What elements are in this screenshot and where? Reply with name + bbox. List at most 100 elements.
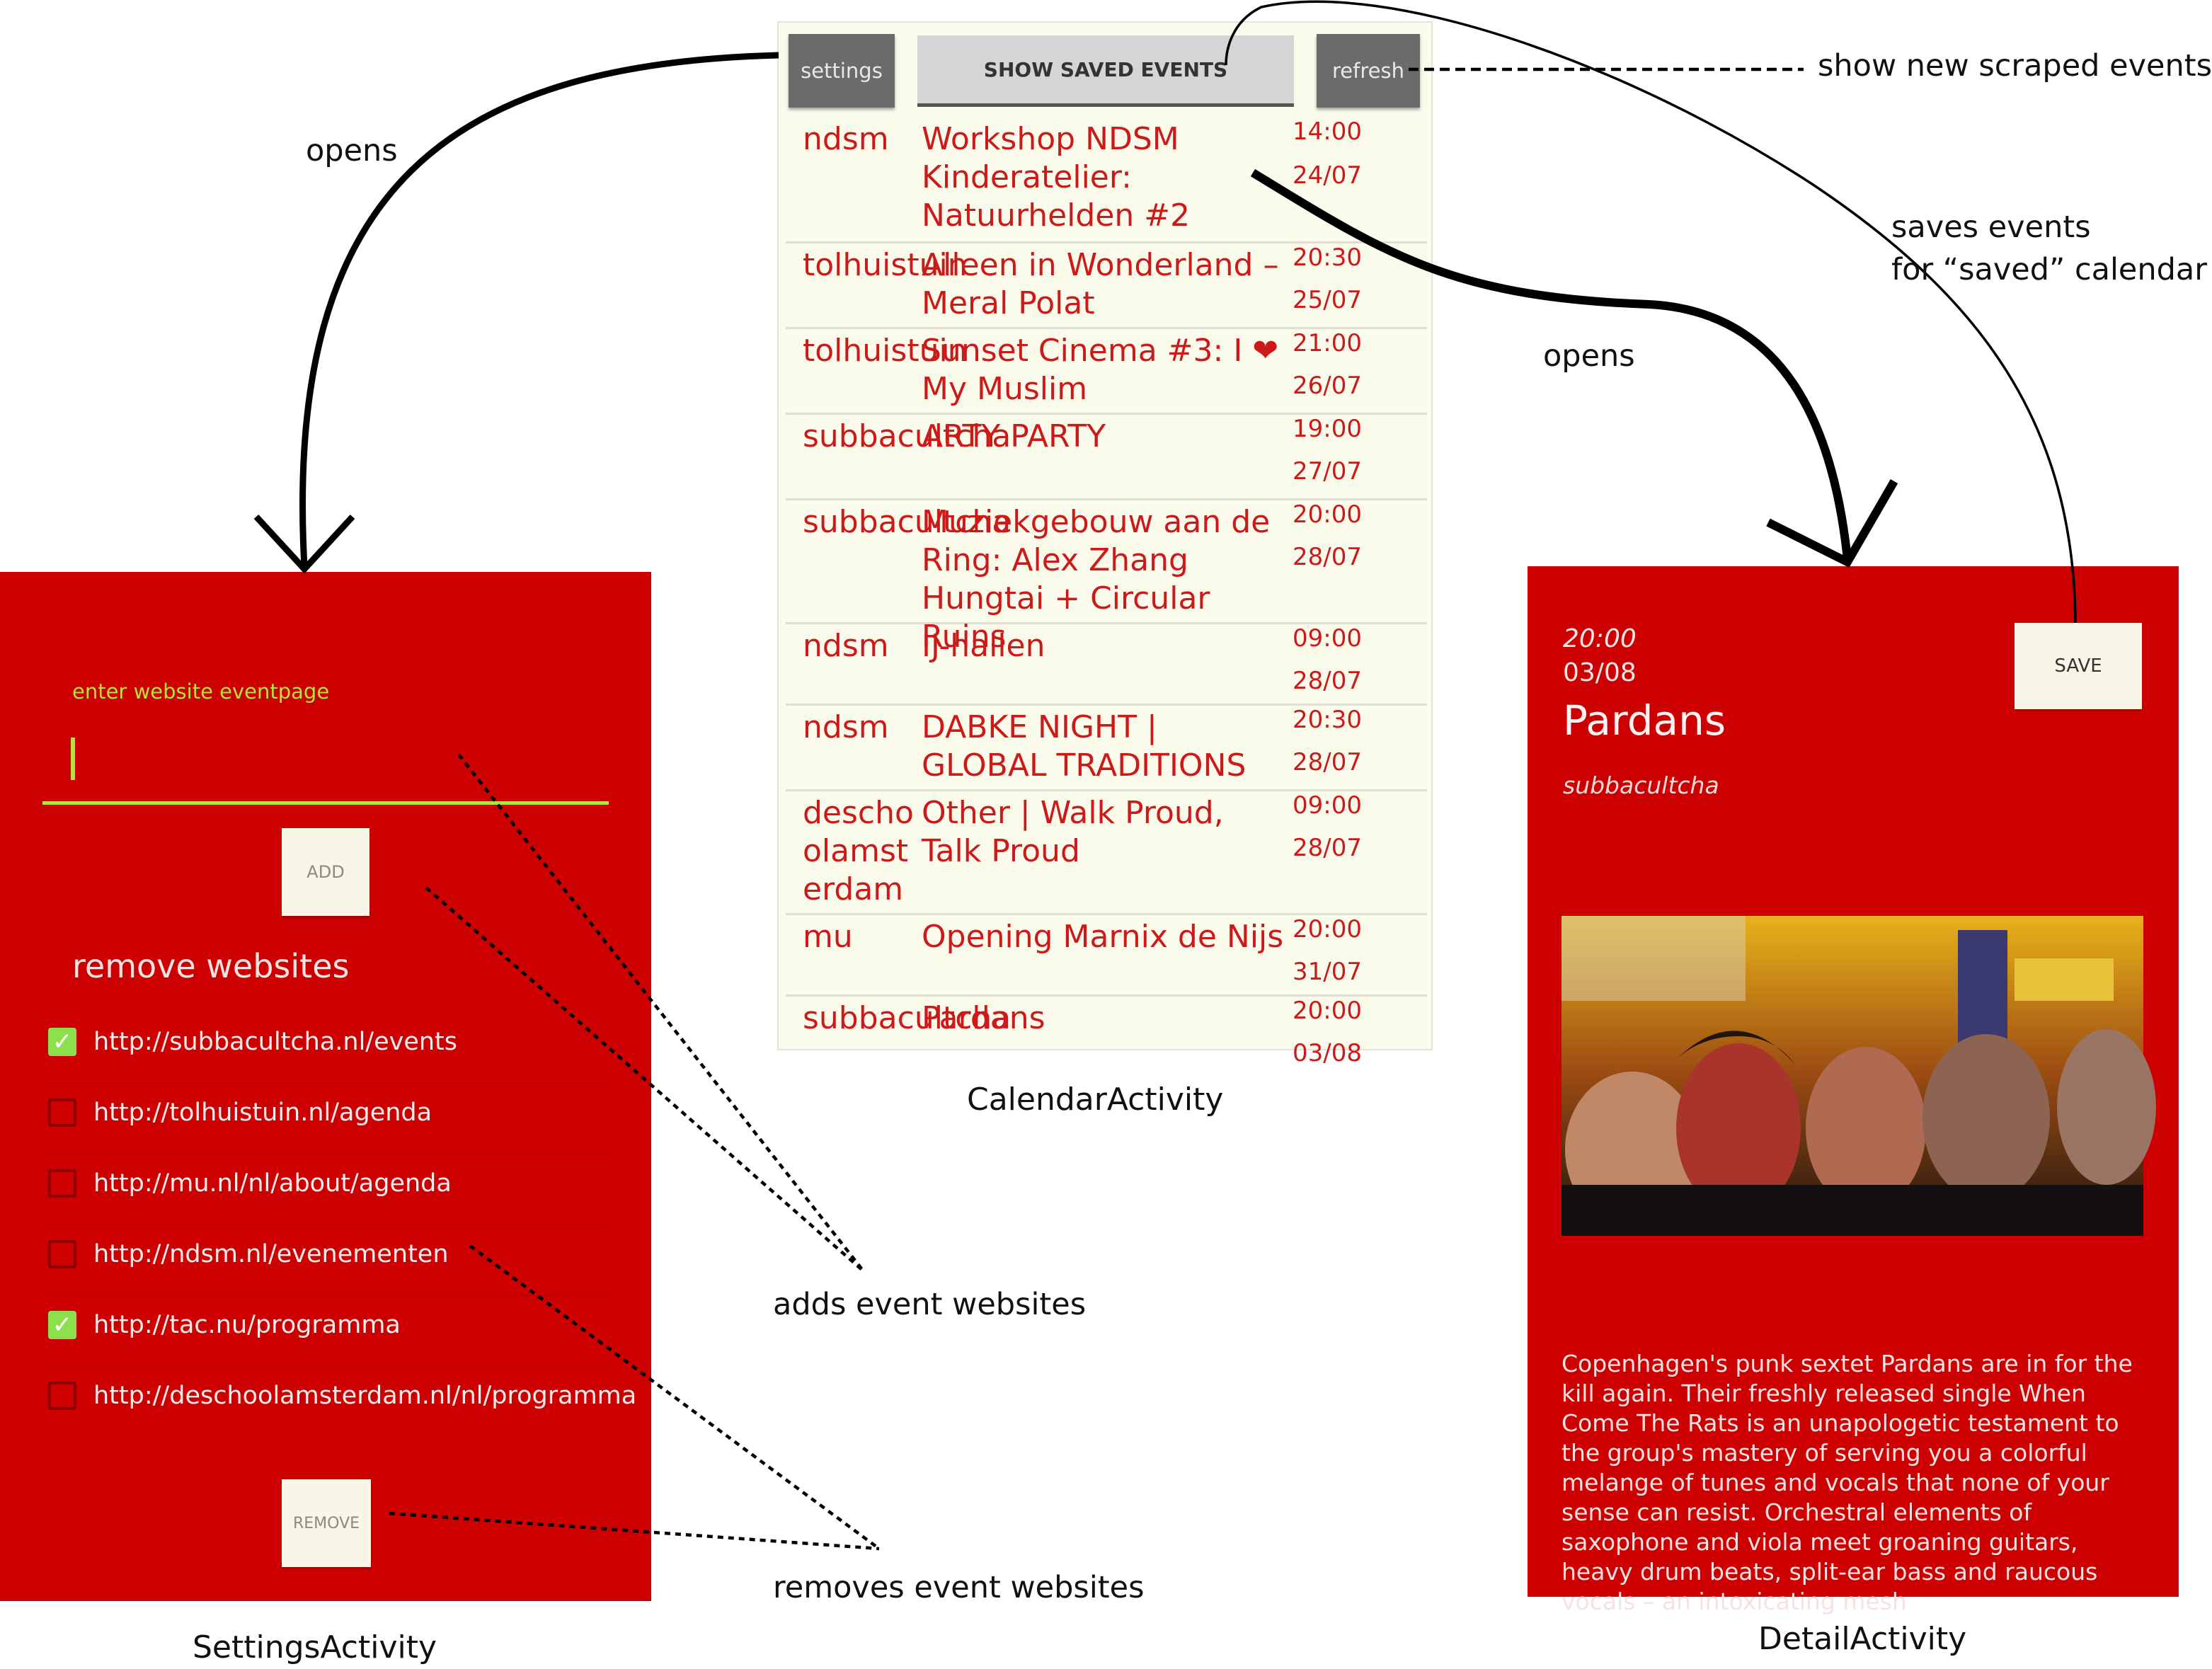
website-url: http://ndsm.nl/evenementen <box>93 1240 449 1268</box>
event-row[interactable]: ndsm DABKE NIGHT | GLOBAL TRADITIONS 20:… <box>786 706 1427 791</box>
event-time: 14:00 <box>1293 117 1362 146</box>
event-list: ndsm Workshop NDSM Kinderatelier: Natuur… <box>779 117 1431 1082</box>
event-date: 03/08 <box>1293 1039 1362 1067</box>
website-url: http://deschoolamsterdam.nl/nl/programma <box>93 1382 637 1410</box>
event-title: Sunset Cinema #3: I ❤ My Muslim <box>922 333 1279 407</box>
website-input-label: enter website eventpage <box>72 679 330 704</box>
event-row[interactable]: subbacultcha ARTY PARTY 19:00 27/07 <box>786 415 1427 500</box>
event-venue: subbacultcha <box>1563 772 1719 799</box>
event-title: Pardans <box>1563 696 1726 745</box>
website-row[interactable]: http://ndsm.nl/evenementen <box>44 1226 610 1297</box>
event-row[interactable]: subbacultcha Pardans 20:00 03/08 <box>786 997 1427 1082</box>
event-title: Other | Walk Proud, Talk Proud <box>922 795 1224 869</box>
website-row[interactable]: ✓ http://subbacultcha.nl/events <box>44 1014 610 1084</box>
event-row[interactable]: deschoolamsterdam Other | Walk Proud, Ta… <box>786 791 1427 915</box>
website-url: http://tac.nu/programma <box>93 1311 401 1339</box>
checkbox[interactable] <box>48 1099 76 1127</box>
event-date: 28/07 <box>1293 667 1362 695</box>
event-row[interactable]: tolhuistuin Alleen in Wonderland – Meral… <box>786 243 1427 329</box>
event-title: Pardans <box>922 1000 1045 1036</box>
website-url: http://subbacultcha.nl/events <box>93 1028 458 1056</box>
checkbox[interactable] <box>48 1240 76 1268</box>
refresh-button[interactable]: refresh <box>1317 34 1420 108</box>
event-date: 27/07 <box>1293 457 1362 486</box>
event-source: ndsm <box>803 121 889 157</box>
event-title: Alleen in Wonderland – Meral Polat <box>922 247 1279 321</box>
event-time: 09:00 <box>1293 791 1362 820</box>
event-title: Opening Marnix de Nijs <box>922 919 1284 955</box>
event-source: deschoolamsterdam <box>803 795 914 907</box>
website-url: http://tolhuistuin.nl/agenda <box>93 1099 432 1127</box>
event-time: 20:00 <box>1563 624 1637 653</box>
settings-activity-caption: SettingsActivity <box>193 1629 437 1665</box>
detail-screen: 20:00 03/08 Pardans subbacultcha SAVE <box>1528 566 2179 1615</box>
event-title: ARTY PARTY <box>922 418 1106 454</box>
calendar-activity-caption: CalendarActivity <box>967 1082 1224 1118</box>
event-source: mu <box>803 919 853 955</box>
checkbox-checked[interactable]: ✓ <box>48 1028 76 1056</box>
detail-activity-caption: DetailActivity <box>1758 1621 1967 1657</box>
settings-button[interactable]: settings <box>789 34 895 108</box>
event-photo <box>1561 916 2156 1236</box>
event-time: 20:00 <box>1293 997 1362 1025</box>
save-button[interactable]: SAVE <box>2015 623 2142 709</box>
checkbox[interactable] <box>48 1382 76 1410</box>
event-time: 19:00 <box>1293 415 1362 443</box>
show-saved-events-button[interactable]: SHOW SAVED EVENTS <box>917 35 1294 107</box>
website-row[interactable]: ✓ http://tac.nu/programma <box>44 1297 610 1367</box>
website-input-field[interactable] <box>42 801 609 805</box>
event-row[interactable]: tolhuistuin Sunset Cinema #3: I ❤ My Mus… <box>786 329 1427 415</box>
event-time: 20:30 <box>1293 706 1362 734</box>
event-title: Muziekgebouw aan de Ring: Alex Zhang Hun… <box>922 504 1271 655</box>
removes-dotted-line-2 <box>389 1511 880 1551</box>
event-title: Workshop NDSM Kinderatelier: Natuurhelde… <box>922 121 1191 234</box>
opens-settings-arrowhead <box>253 514 355 574</box>
event-date: 28/07 <box>1293 543 1362 571</box>
opens-detail-arrowhead <box>1766 478 1898 568</box>
event-time: 20:30 <box>1293 243 1362 272</box>
website-row[interactable]: http://deschoolamsterdam.nl/nl/programma <box>44 1367 636 1437</box>
event-row[interactable]: ndsm IJ-hallen 09:00 28/07 <box>786 624 1427 706</box>
add-button[interactable]: ADD <box>282 828 369 916</box>
event-time: 20:00 <box>1293 915 1362 944</box>
event-date: 31/07 <box>1293 958 1362 986</box>
adds-websites-label: adds event websites <box>773 1287 1087 1322</box>
opens-label-left: opens <box>306 133 398 168</box>
remove-websites-heading: remove websites <box>72 947 350 985</box>
event-date: 24/07 <box>1293 161 1362 190</box>
remove-button[interactable]: REMOVE <box>282 1479 371 1567</box>
event-title: DABKE NIGHT | GLOBAL TRADITIONS <box>922 709 1247 784</box>
website-row[interactable]: http://mu.nl/nl/about/agenda <box>44 1155 610 1226</box>
website-list: ✓ http://subbacultcha.nl/events http://t… <box>44 1014 636 1437</box>
saves-events-label: saves events <box>1891 210 2091 245</box>
checkbox[interactable] <box>48 1169 76 1198</box>
event-date: 28/07 <box>1293 834 1362 862</box>
event-date: 28/07 <box>1293 748 1362 776</box>
event-source: ndsm <box>803 628 889 664</box>
saved-calendar-label: for “saved” calendar <box>1891 252 2207 287</box>
event-date: 03/08 <box>1563 658 1637 687</box>
website-url: http://mu.nl/nl/about/agenda <box>93 1169 452 1198</box>
settings-screen: enter website eventpage ADD remove websi… <box>0 572 651 1601</box>
adds-dotted-line-2 <box>425 886 865 1273</box>
event-time: 09:00 <box>1293 624 1362 653</box>
event-row[interactable]: ndsm Workshop NDSM Kinderatelier: Natuur… <box>786 117 1427 243</box>
website-row[interactable]: http://tolhuistuin.nl/agenda <box>44 1084 610 1155</box>
show-new-events-label: show new scraped events <box>1818 48 2212 84</box>
calendar-screen: settings SHOW SAVED EVENTS refresh ndsm … <box>777 21 1433 1067</box>
text-cursor <box>71 738 75 780</box>
adds-dotted-line-1 <box>457 753 865 1273</box>
opens-detail-arrow <box>1250 168 1852 560</box>
opens-settings-arrow <box>299 52 779 567</box>
event-source: ndsm <box>803 709 889 745</box>
event-row[interactable]: subbacultcha Muziekgebouw aan de Ring: A… <box>786 500 1427 655</box>
checkbox-checked[interactable]: ✓ <box>48 1311 76 1339</box>
event-time: 20:00 <box>1293 500 1362 529</box>
saves-events-line <box>1225 0 2077 624</box>
event-title: IJ-hallen <box>922 628 1045 664</box>
opens-label-right: opens <box>1543 338 1635 374</box>
event-date: 26/07 <box>1293 372 1362 400</box>
event-date: 25/07 <box>1293 286 1362 314</box>
event-row[interactable]: mu Opening Marnix de Nijs 20:00 31/07 <box>786 915 1427 997</box>
